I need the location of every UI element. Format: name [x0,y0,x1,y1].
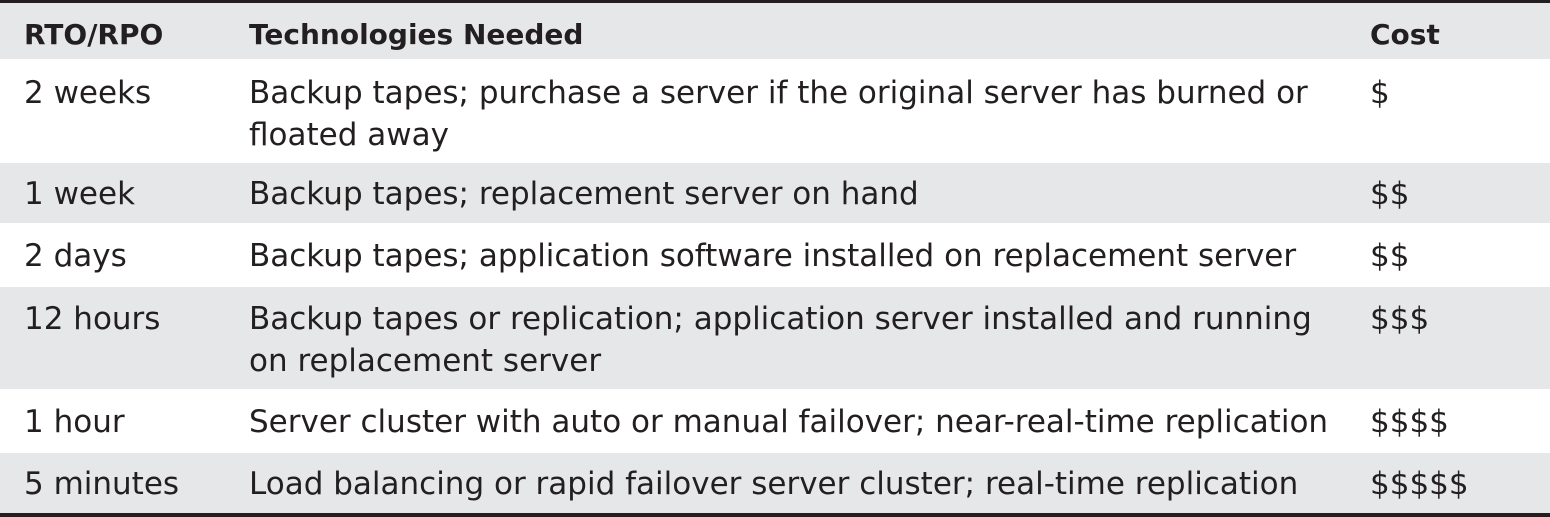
technologies-cell: Server cluster with auto or manual failo… [249,404,1329,440]
cost-cell: $$ [1370,176,1410,212]
technologies-cell: Backup tapes; replacement server on hand [249,176,919,212]
cost-cell: $$$$$ [1370,466,1469,502]
cost-cell: $$ [1370,238,1410,274]
table-row: 5 minutes Load balancing or rapid failov… [0,453,1550,513]
table-row: 1 week Backup tapes; replacement server … [0,163,1550,225]
technologies-cell: Load balancing or rapid failover server … [249,466,1299,502]
table-header-row: RTO/RPO Technologies Needed Cost [0,3,1550,61]
header-cost: Cost [1370,18,1440,51]
cost-cell: $ [1370,75,1390,111]
rto-cell: 12 hours [24,301,161,337]
rto-cell: 2 weeks [24,75,152,111]
rto-cell: 5 minutes [24,466,180,502]
technologies-cell: Backup tapes; application software insta… [249,238,1297,274]
technologies-cell: Backup tapes or replication; application… [249,301,1312,379]
table-row: 1 hour Server cluster with auto or manua… [0,391,1550,453]
table-row: 2 weeks Backup tapes; purchase a server … [0,61,1550,163]
technologies-cell: Backup tapes; purchase a server if the o… [249,75,1308,153]
cost-cell: $$$$ [1370,404,1449,440]
rto-cell: 2 days [24,238,127,274]
table-row: 12 hours Backup tapes or replication; ap… [0,287,1550,391]
rto-cell: 1 hour [24,404,125,440]
header-rto-rpo: RTO/RPO [24,18,164,51]
rto-cell: 1 week [24,176,136,212]
header-technologies-needed: Technologies Needed [249,18,584,51]
cost-cell: $$$ [1370,301,1430,337]
table-row: 2 days Backup tapes; application softwar… [0,225,1550,287]
